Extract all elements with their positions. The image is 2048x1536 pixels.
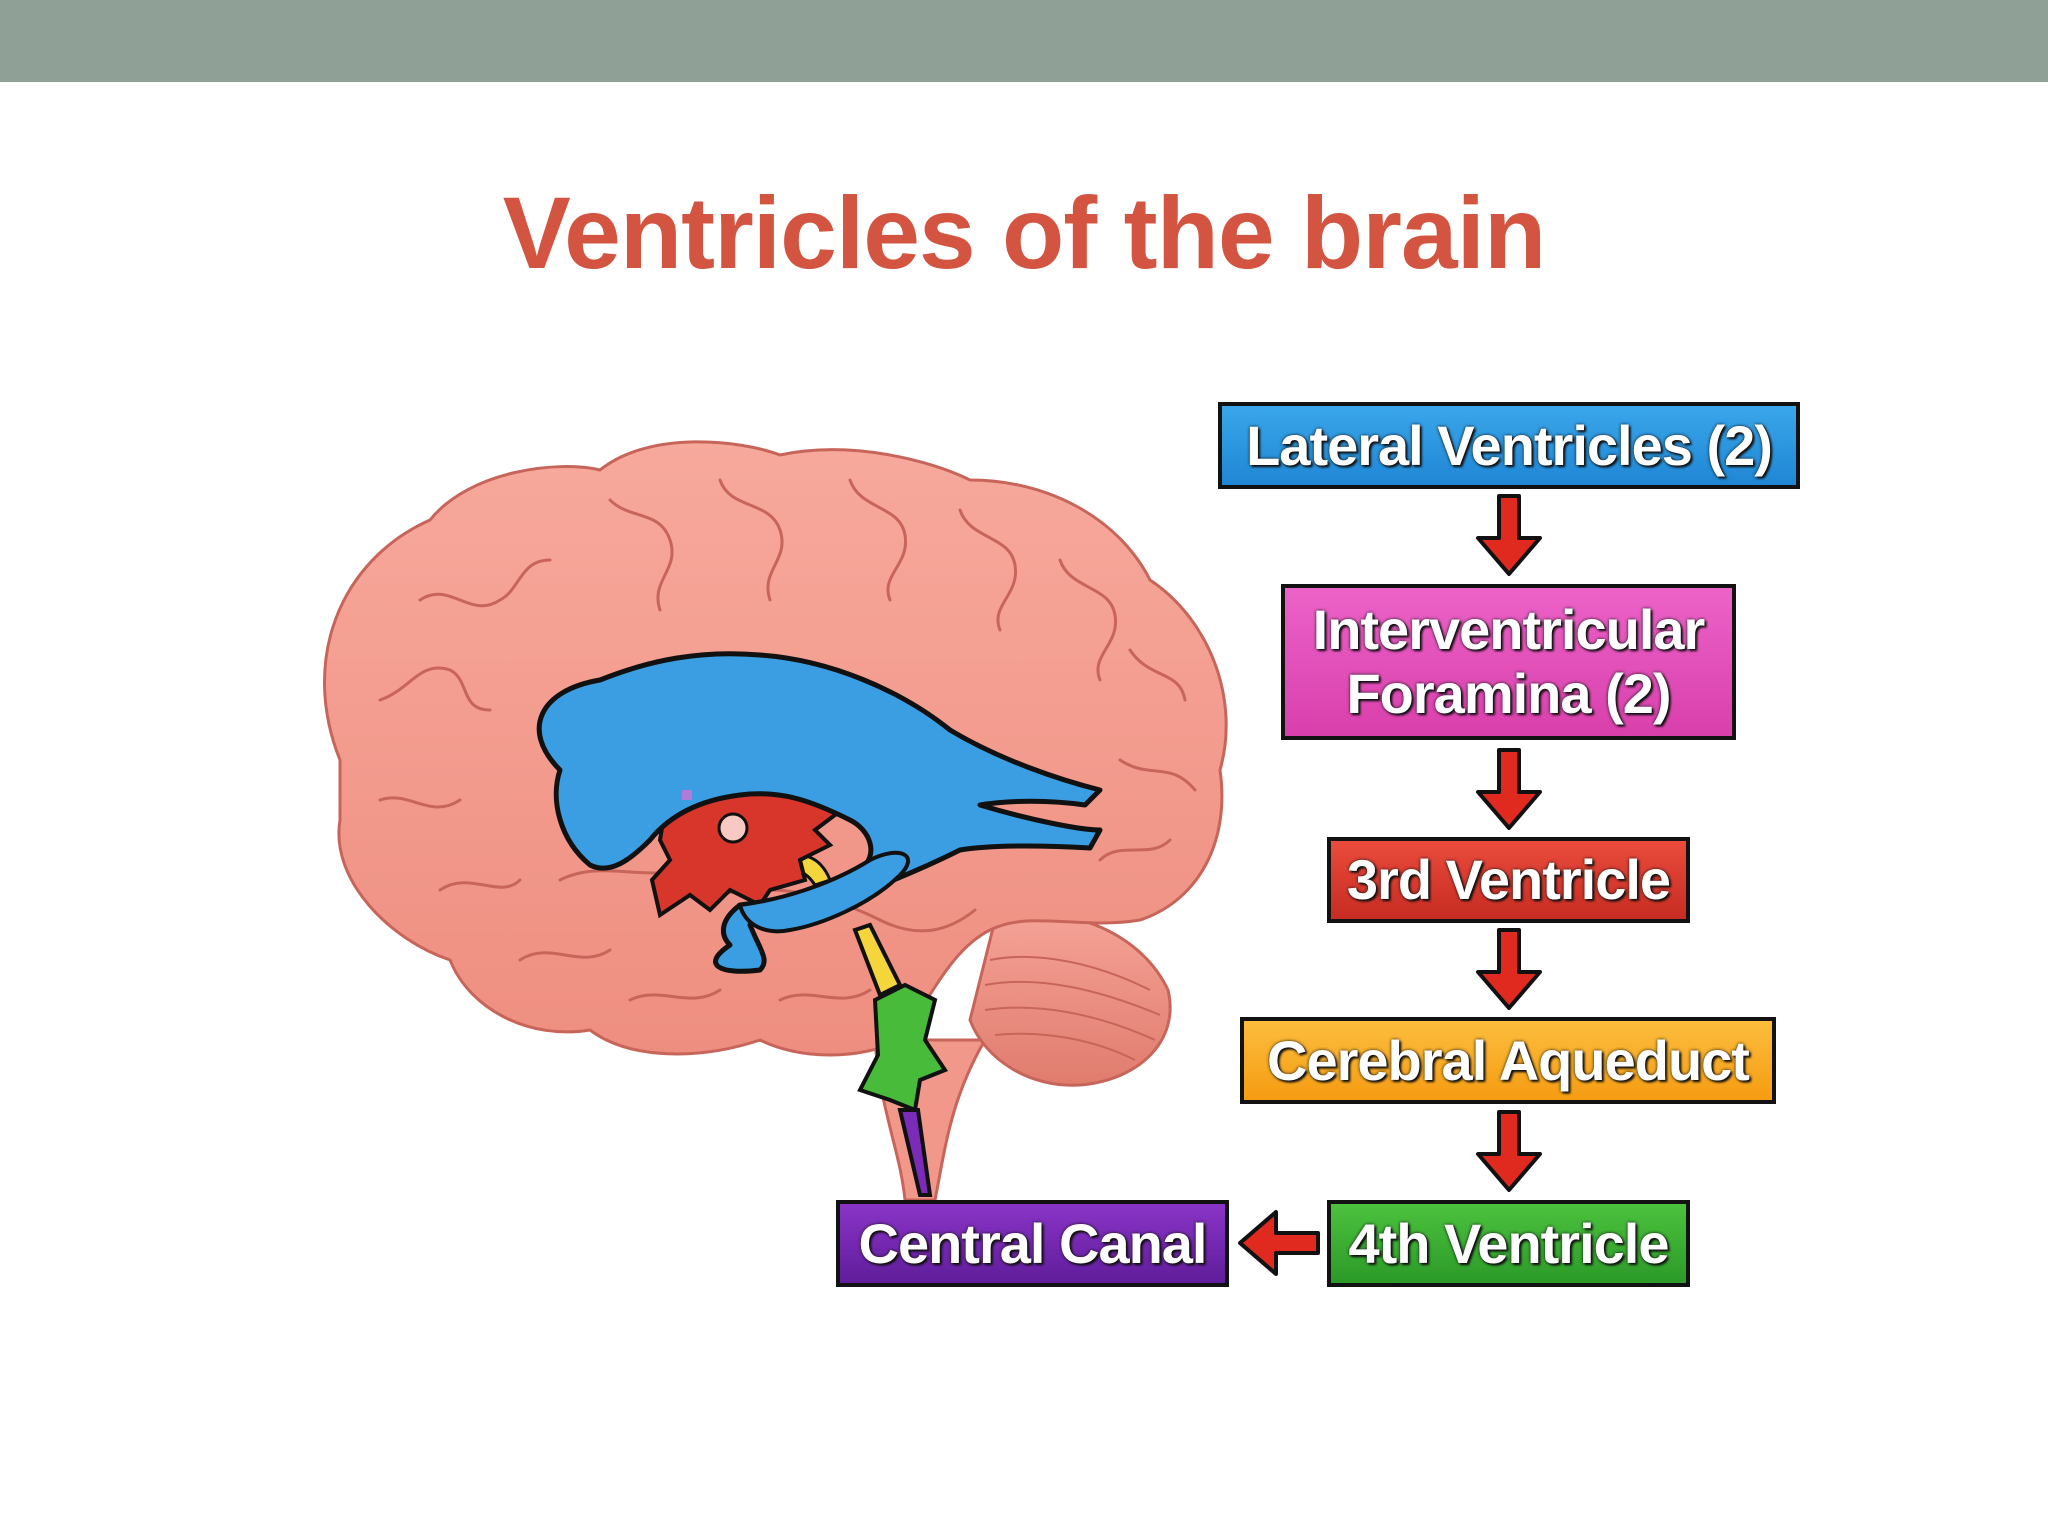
fourth-ventricle-label: 4th Ventricle bbox=[1348, 1211, 1669, 1275]
interventricular-foramina-box: Interventricular Foramina (2) bbox=[1281, 584, 1736, 740]
arrow-left-icon bbox=[1238, 1210, 1320, 1276]
arrow-down-2-icon bbox=[1476, 748, 1542, 830]
top-bar bbox=[0, 0, 2048, 82]
interventricular-label-line1: Interventricular bbox=[1312, 598, 1706, 661]
interventricular-foramen-dot bbox=[717, 812, 749, 844]
arrow-down-3-icon bbox=[1476, 928, 1542, 1010]
lateral-ventricles-box: Lateral Ventricles (2) bbox=[1218, 402, 1800, 489]
cerebellum-folia bbox=[984, 955, 1161, 1061]
interventricular-label-line2: Foramina (2) bbox=[1346, 662, 1671, 725]
small-marker bbox=[682, 790, 692, 800]
arrow-down-1-icon bbox=[1476, 494, 1542, 576]
slide-title: Ventricles of the brain bbox=[502, 176, 1547, 290]
third-ventricle-label: 3rd Ventricle bbox=[1346, 848, 1671, 911]
temporal-horn-shape bbox=[737, 850, 910, 934]
central-canal-box: Central Canal bbox=[836, 1200, 1229, 1287]
third-ventricle-box: 3rd Ventricle bbox=[1327, 837, 1690, 923]
fourth-ventricle-box: 4th Ventricle bbox=[1327, 1200, 1690, 1287]
cerebral-aqueduct-shape bbox=[852, 922, 903, 998]
cerebral-aqueduct-box: Cerebral Aqueduct bbox=[1240, 1017, 1776, 1104]
central-canal-shape bbox=[897, 1108, 933, 1197]
fourth-ventricle-shape bbox=[857, 982, 949, 1113]
cerebellum bbox=[968, 912, 1172, 1087]
central-canal-label: Central Canal bbox=[858, 1211, 1208, 1275]
lateral-ventricles-label: Lateral Ventricles (2) bbox=[1246, 413, 1773, 477]
arrow-down-4-icon bbox=[1476, 1110, 1542, 1192]
cerebral-aqueduct-label: Cerebral Aqueduct bbox=[1267, 1028, 1750, 1092]
